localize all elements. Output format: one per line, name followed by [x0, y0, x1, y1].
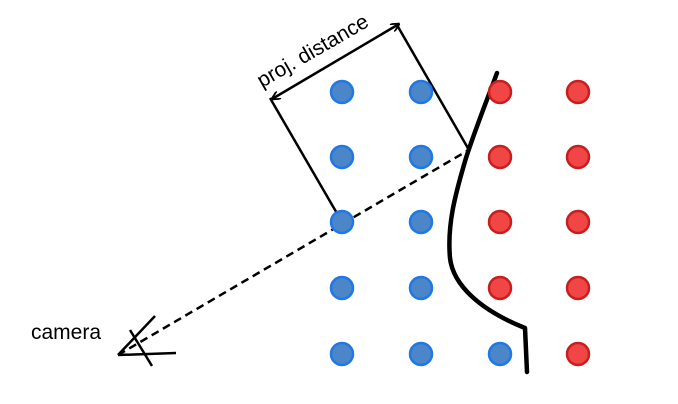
- blue-point-r1-c1: [329, 79, 355, 105]
- blue-point-r5-c3: [487, 341, 513, 367]
- blue-point-r3-c1: [329, 209, 355, 235]
- proj-bracket-left-leg: [268, 97, 344, 223]
- decision-boundary-curve: [447, 70, 530, 375]
- proj-bracket-right-leg: [395, 24, 471, 151]
- blue-point-r1-c2: [408, 79, 434, 105]
- red-point-r1-c4: [565, 79, 591, 105]
- red-point-r2-c4: [565, 144, 591, 170]
- red-point-r5-c4: [565, 341, 591, 367]
- red-point-r4-c3: [487, 275, 513, 301]
- camera-icon: [117, 315, 177, 367]
- red-point-r3-c4: [565, 209, 591, 235]
- blue-point-r2-c1: [329, 144, 355, 170]
- blue-point-r5-c1: [329, 341, 355, 367]
- proj-distance-arrow: [272, 24, 399, 99]
- blue-point-r3-c2: [408, 209, 434, 235]
- red-point-r2-c3: [487, 144, 513, 170]
- blue-point-r2-c2: [408, 144, 434, 170]
- blue-point-r4-c2: [408, 275, 434, 301]
- camera-ray-dashed: [117, 149, 468, 357]
- blue-point-r4-c1: [329, 275, 355, 301]
- red-point-r1-c3: [487, 79, 513, 105]
- points-grid: [329, 79, 591, 367]
- camera-label: camera: [31, 321, 101, 344]
- red-point-r3-c3: [487, 209, 513, 235]
- blue-point-r5-c2: [408, 341, 434, 367]
- red-point-r4-c4: [565, 275, 591, 301]
